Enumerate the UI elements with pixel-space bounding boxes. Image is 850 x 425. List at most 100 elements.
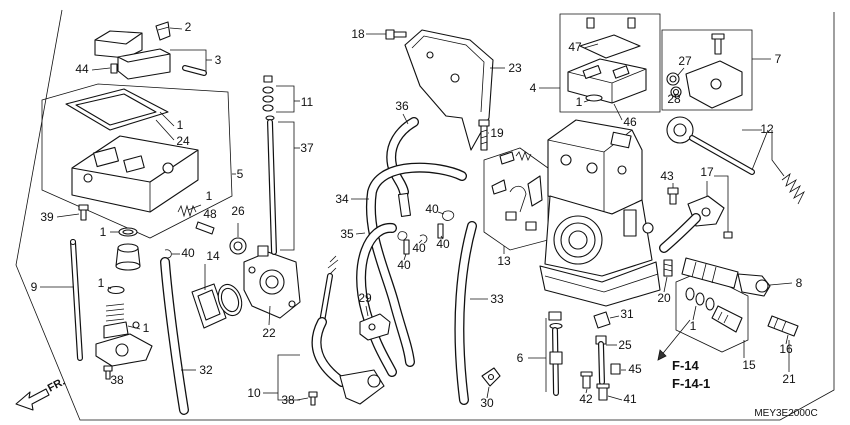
part-15-pilot-screw-set bbox=[685, 287, 743, 333]
part-18-bolt bbox=[385, 29, 407, 40]
callout-label: 36 bbox=[395, 99, 409, 113]
part-48-spring bbox=[177, 204, 215, 235]
part-25-main-jet-holder bbox=[595, 335, 607, 385]
part-5-float-chamber bbox=[71, 135, 199, 213]
part-17-bracket-and-cable bbox=[659, 195, 733, 253]
part-11-needle-clip-stack bbox=[262, 75, 274, 112]
part-31-collar bbox=[593, 311, 611, 329]
callout-label: 1 bbox=[690, 319, 697, 333]
part-16-screw bbox=[767, 315, 799, 337]
callout-label: 46 bbox=[623, 115, 637, 129]
part-39-drain-screw bbox=[78, 204, 89, 221]
callout-label: 17 bbox=[700, 165, 714, 179]
part-7-throttle-link bbox=[666, 33, 743, 109]
part-1-o-ring bbox=[118, 227, 138, 237]
part-9-pump-rod bbox=[69, 238, 83, 361]
callout-label: 1 bbox=[576, 95, 583, 109]
callout-label: 22 bbox=[262, 326, 276, 340]
part-33-hose bbox=[454, 221, 477, 405]
front-direction-marker: FR. bbox=[15, 376, 67, 411]
callout-label: 24 bbox=[176, 134, 190, 148]
callout-label: 31 bbox=[620, 307, 634, 321]
callout-label: 41 bbox=[623, 392, 637, 406]
part-40-hose-clips bbox=[397, 210, 455, 255]
part-45-jet bbox=[610, 363, 621, 375]
callout-label: 28 bbox=[667, 92, 681, 106]
accelerator-pump-assembly bbox=[95, 285, 153, 367]
reference-label-f14-1: F-14-1 bbox=[672, 376, 710, 391]
callout-label: 39 bbox=[40, 210, 54, 224]
callout-label: 14 bbox=[206, 249, 220, 263]
accelerator-pump-cup bbox=[115, 243, 141, 271]
reference-label-f14: F-14 bbox=[672, 358, 700, 373]
callout-label: 43 bbox=[660, 169, 674, 183]
callout-label: 35 bbox=[340, 227, 354, 241]
callout-label: 1 bbox=[143, 321, 150, 335]
callout-label: 1 bbox=[100, 225, 107, 239]
part-8-fuel-fitting bbox=[681, 257, 771, 297]
callout-label: 13 bbox=[497, 254, 511, 268]
throttle-link-group-frame bbox=[661, 29, 753, 111]
top-cover-group-frame bbox=[559, 13, 661, 113]
callout-label: 9 bbox=[31, 280, 38, 294]
callout-label: 12 bbox=[760, 122, 774, 136]
part-4-top-cover-assembly bbox=[567, 17, 647, 104]
callout-label: 21 bbox=[782, 372, 796, 386]
part-13-choke-parts bbox=[491, 150, 543, 231]
part-42-jet bbox=[580, 371, 593, 389]
callout-label: 40 bbox=[397, 258, 411, 272]
callout-label: 37 bbox=[300, 141, 314, 155]
callout-label: 15 bbox=[742, 358, 756, 372]
part-2-jet bbox=[155, 21, 171, 41]
callout-label: 1 bbox=[98, 276, 105, 290]
callout-label: 1 bbox=[206, 189, 213, 203]
part-24-gasket bbox=[65, 88, 169, 131]
callout-label: 1 bbox=[177, 118, 184, 132]
assembly-frame bbox=[15, 9, 835, 421]
callout-label: 48 bbox=[203, 207, 217, 221]
callout-labels: 2 3 44 1 24 5 39 1 48 26 1 40 14 9 1 1 2… bbox=[31, 20, 803, 410]
callout-label: 19 bbox=[490, 126, 504, 140]
part-38-screw bbox=[103, 365, 113, 380]
callout-label: 5 bbox=[237, 167, 244, 181]
callout-label: 16 bbox=[779, 342, 793, 356]
callout-label: 44 bbox=[75, 62, 89, 76]
callout-label: 45 bbox=[628, 362, 642, 376]
part-10-throttle-cable-lever bbox=[311, 255, 385, 405]
part-12-throttle-shaft bbox=[666, 116, 805, 205]
front-arrow-icon bbox=[15, 388, 50, 411]
callout-label: 10 bbox=[247, 386, 261, 400]
part-19-bolt bbox=[478, 119, 490, 151]
part-23-cover bbox=[404, 29, 494, 151]
callout-label: 27 bbox=[678, 54, 692, 68]
callout-label: 34 bbox=[335, 192, 349, 206]
callout-label: 29 bbox=[358, 291, 372, 305]
callout-label: 47 bbox=[568, 40, 582, 54]
callout-label: 40 bbox=[412, 241, 426, 255]
part-44-screw bbox=[110, 63, 118, 74]
callout-label: 8 bbox=[796, 276, 803, 290]
callout-label: 3 bbox=[215, 53, 222, 67]
callout-label: 2 bbox=[185, 20, 192, 34]
part-14-diaphragm bbox=[191, 283, 243, 329]
part-20-screw bbox=[663, 259, 673, 277]
part-32-overflow-tube bbox=[160, 257, 189, 415]
part-26-washer bbox=[229, 237, 247, 255]
part-35-hose bbox=[356, 223, 397, 377]
drawing-code: MEY3E2000C bbox=[754, 408, 817, 419]
callout-label: 32 bbox=[199, 363, 213, 377]
callout-label: 4 bbox=[530, 81, 537, 95]
part-6-needle-jet bbox=[548, 311, 563, 396]
pilot-screw-group-frame bbox=[675, 271, 749, 353]
callout-label: 7 bbox=[775, 52, 782, 66]
part-41-main-jet bbox=[596, 383, 610, 401]
callout-label: 26 bbox=[231, 204, 245, 218]
callout-label: 40 bbox=[436, 237, 450, 251]
callout-label: 11 bbox=[301, 95, 314, 109]
callout-label: 40 bbox=[181, 246, 195, 260]
callout-label: 42 bbox=[579, 392, 593, 406]
part-43-screw bbox=[667, 187, 679, 205]
front-marker-text: FR. bbox=[46, 376, 67, 395]
callout-label: 30 bbox=[480, 396, 494, 410]
part-40-clip bbox=[164, 249, 172, 259]
